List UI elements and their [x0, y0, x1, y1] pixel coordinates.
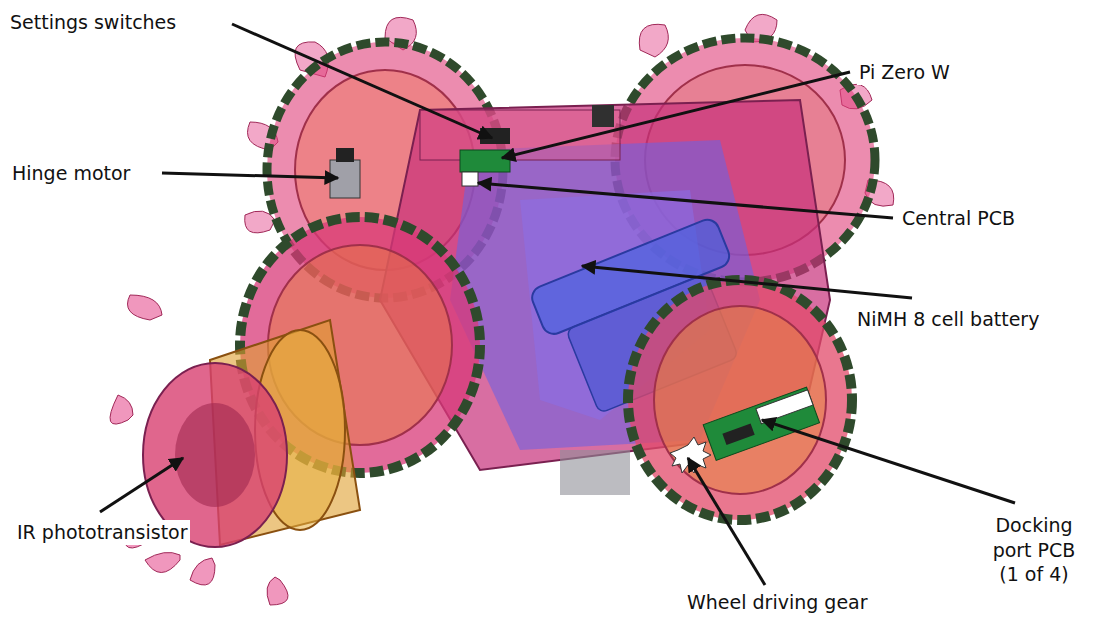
part-label: IR phototransistor	[15, 520, 190, 545]
part-label: Settings switches	[8, 10, 178, 35]
part-label: Central PCB	[900, 206, 1017, 231]
part-label: Hinge motor	[10, 161, 132, 186]
part-label: Wheel driving gear	[685, 590, 870, 615]
part-label: Pi Zero W	[857, 60, 952, 85]
part-label: Docking port PCB (1 of 4)	[978, 513, 1090, 587]
leader-lines	[100, 24, 1015, 585]
part-label: NiMH 8 cell battery	[855, 307, 1041, 332]
